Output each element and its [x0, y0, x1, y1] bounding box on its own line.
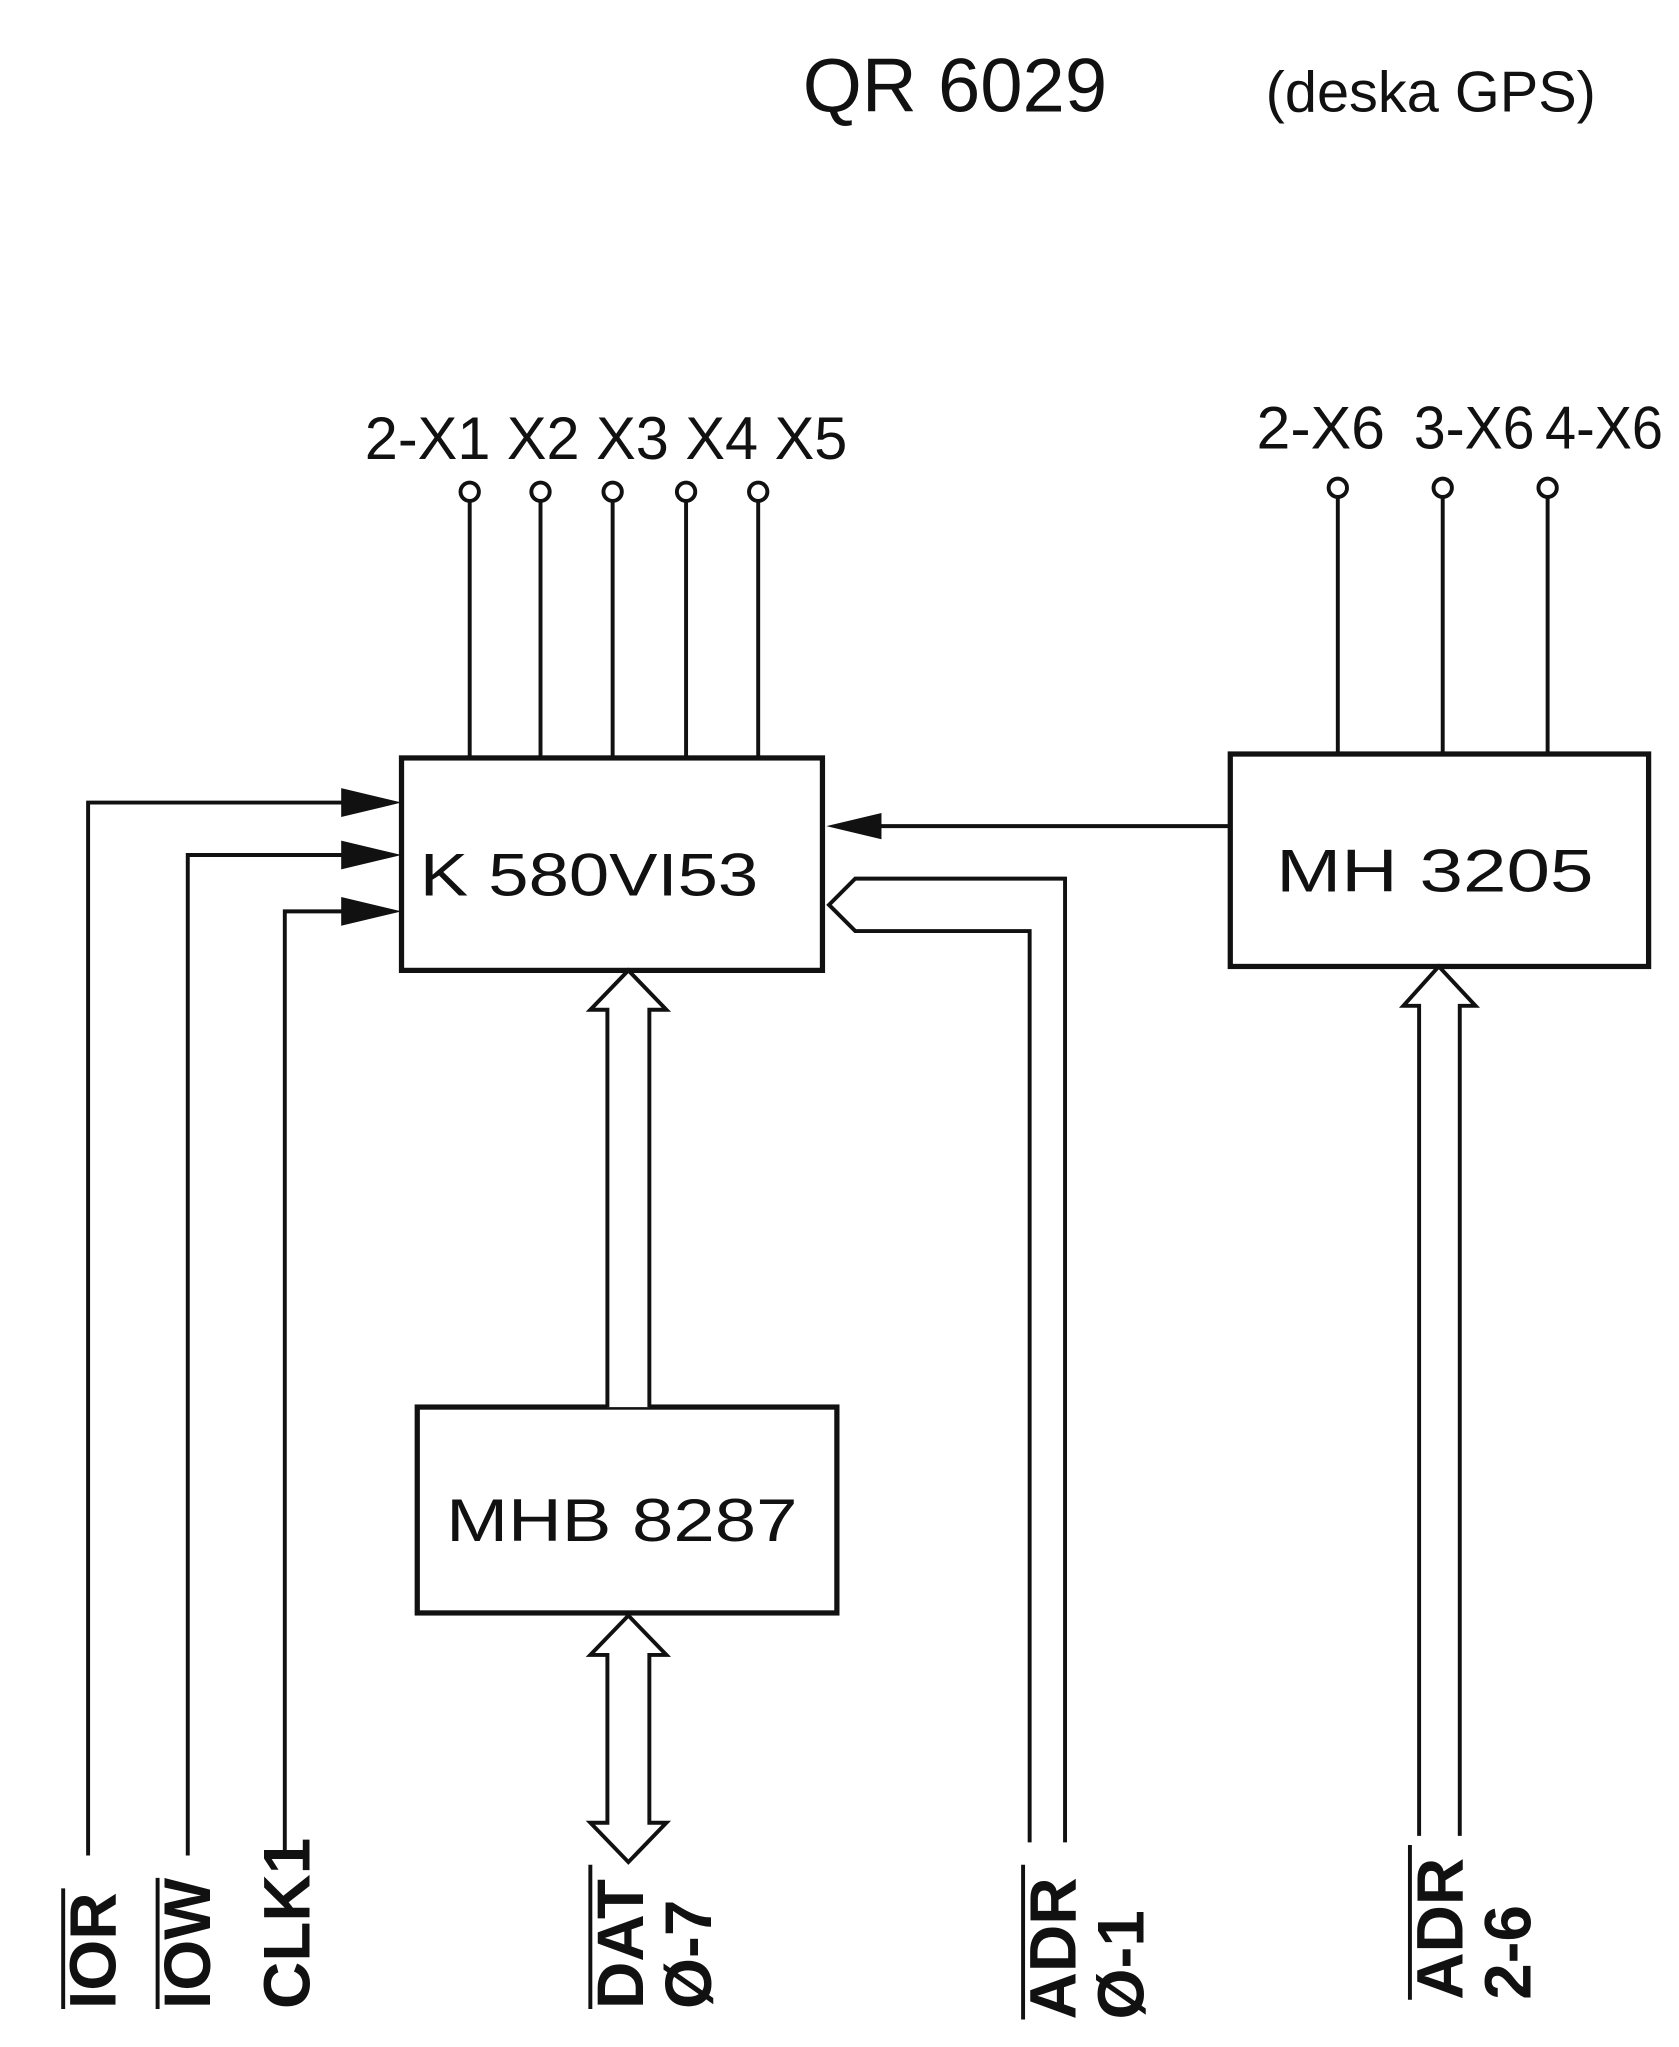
chip-select-connection — [826, 813, 1231, 840]
dat-label: DAT Ø-7 — [584, 1864, 725, 2009]
svg-text:Ø-1: Ø-1 — [1085, 1910, 1158, 2019]
svg-text:ADR: ADR — [1403, 1858, 1476, 2000]
diagram-subtitle: (deska GPS) — [1266, 60, 1596, 124]
terminal-icon — [1326, 476, 1349, 499]
iow-line — [185, 840, 402, 1856]
terminal-icon — [601, 480, 624, 503]
terminal-icon — [674, 480, 698, 503]
iow-label: IOW — [151, 1878, 224, 2009]
arrow-icon — [341, 840, 402, 870]
decoder-output-pins — [1326, 476, 1559, 755]
timer-block — [398, 755, 826, 974]
svg-text:2-6: 2-6 — [1472, 1905, 1545, 2000]
timer-output-labels: 2-X1 X2 X3 X4 X5 — [365, 404, 848, 472]
external-data-bus — [585, 1612, 672, 1865]
svg-text:IOR: IOR — [57, 1892, 130, 2009]
arrow-icon — [826, 813, 882, 840]
terminal-icon — [747, 480, 770, 503]
adr-low-label: ADR Ø-1 — [1017, 1864, 1158, 2019]
svg-text:IOW: IOW — [151, 1878, 224, 2009]
diagram-title: QR 6029 — [803, 43, 1107, 128]
adr-high-label: ADR 2-6 — [1403, 1845, 1545, 2000]
timer-block-label: K 580VI53 — [420, 841, 758, 909]
address-bus-high — [1398, 963, 1481, 1836]
terminal-icon — [1431, 476, 1454, 499]
arrow-icon — [341, 896, 402, 926]
ior-line — [86, 788, 402, 1856]
svg-text:Ø-7: Ø-7 — [652, 1900, 725, 2009]
address-bus-low — [826, 876, 1068, 1843]
terminal-icon — [458, 480, 481, 503]
terminal-icon — [1536, 476, 1559, 499]
clk-label: CLK1 — [251, 1838, 324, 2009]
svg-text:CLK1: CLK1 — [251, 1838, 324, 2009]
terminal-icon — [529, 480, 552, 503]
decoder-output-label: 4-X6 — [1545, 393, 1663, 461]
transceiver-block-label: MHB 8287 — [446, 1486, 797, 1554]
decoder-output-label: 3-X6 — [1414, 393, 1535, 461]
internal-data-bus — [585, 967, 672, 1408]
timer-output-pins — [458, 480, 770, 758]
decoder-block-label: MH 3205 — [1276, 837, 1593, 905]
transceiver-block — [414, 1404, 840, 1616]
svg-text:DAT: DAT — [584, 1879, 657, 2009]
svg-text:ADR: ADR — [1017, 1877, 1090, 2019]
clk-line — [282, 896, 402, 1856]
arrow-icon — [341, 788, 402, 817]
ior-label: IOR — [57, 1888, 130, 2009]
decoder-output-label: 2-X6 — [1257, 393, 1386, 461]
